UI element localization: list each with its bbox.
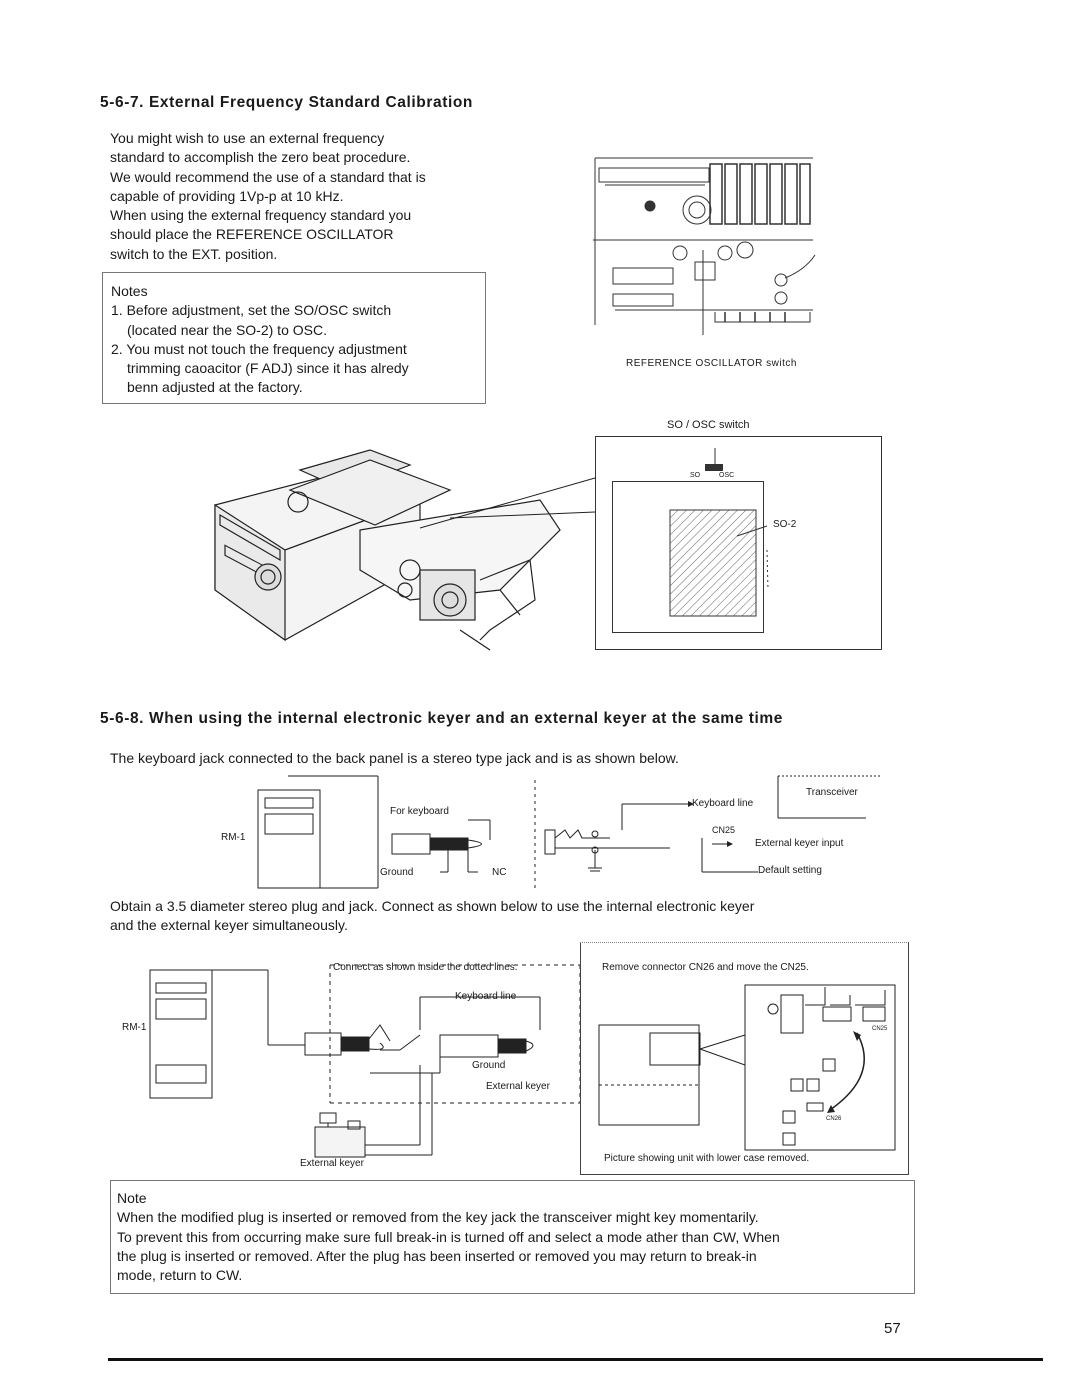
keyboard-line-label: Keyboard line <box>692 798 754 809</box>
so2-board-outline <box>612 481 764 633</box>
external-keyer-wiring-diagram <box>149 964 581 1158</box>
footer-rule <box>108 1358 1043 1361</box>
picture-caption: Picture showing unit with lower case rem… <box>604 1153 810 1164</box>
note-line: To prevent this from occurring make sure… <box>117 1228 780 1245</box>
text-line: standard to accomplish the zero beat pro… <box>110 149 411 166</box>
board-layout-drawing <box>598 984 896 1151</box>
note-1-line: (located near the SO-2) to OSC. <box>127 321 327 338</box>
rm1-label: RM-1 <box>221 832 246 843</box>
note-title: Note <box>117 1190 147 1206</box>
reference-oscillator-caption: REFERENCE OSCILLATOR switch <box>626 358 797 369</box>
page-number: 57 <box>884 1320 901 1337</box>
keyboard-line-label-2: Keyboard line <box>455 991 517 1002</box>
text-line: capable of providing 1Vp-p at 10 kHz. <box>110 187 344 204</box>
note-line: When the modified plug is inserted or re… <box>117 1209 759 1226</box>
note-1-line: 1. Before adjustment, set the SO/OSC swi… <box>111 302 392 319</box>
so-label: SO <box>690 472 701 479</box>
so2-label: SO-2 <box>773 519 797 530</box>
text-line: You might wish to use an external freque… <box>110 130 385 146</box>
note-2-line: trimming caoacitor (F ADJ) since it has … <box>127 360 409 377</box>
rm1-unit-2 <box>149 969 213 1099</box>
so-osc-switch-icon <box>705 464 723 471</box>
osc-label: OSC <box>719 472 735 479</box>
for-keyboard-label: For keyboard <box>390 806 449 817</box>
reference-oscillator-board-illustration <box>593 157 816 335</box>
so-osc-detail-drawing <box>669 448 769 617</box>
cn25-small-label: CN25 <box>872 1026 888 1032</box>
external-keyer-bottom-label: External keyer <box>300 1158 364 1169</box>
keyboard-jack-diagram <box>257 775 880 889</box>
text-line: switch to the EXT. position. <box>110 245 278 262</box>
note-2-line: benn adjusted at the factory. <box>127 379 303 396</box>
ground-label: Ground <box>380 867 414 878</box>
transceiver-label: Transceiver <box>806 787 858 798</box>
transceiver-unit-illustration <box>214 449 596 651</box>
remove-connector-caption: Remove connector CN26 and move the CN25. <box>602 962 809 973</box>
notes-box: Notes 1. Before adjustment, set the SO/O… <box>102 272 486 404</box>
obtain-paragraph: Obtain a 3.5 diameter stereo plug and ja… <box>110 897 754 936</box>
nc-label: NC <box>492 867 507 878</box>
dotted-lines-caption: Connect as shown inside the dotted lines… <box>333 962 518 973</box>
note-line: mode, return to CW. <box>117 1267 243 1284</box>
text-line: Obtain a 3.5 diameter stereo plug and ja… <box>110 898 755 914</box>
section-intro: The keyboard jack connected to the back … <box>110 750 679 766</box>
note-box: Note When the modified plug is inserted … <box>110 1180 915 1294</box>
note-line: the plug is inserted or removed. After t… <box>117 1247 757 1264</box>
note-2-line: 2. You must not touch the frequency adju… <box>111 340 407 357</box>
external-keyer-input-label: External keyer input <box>755 838 844 849</box>
text-line: and the external keyer simultaneously. <box>110 917 348 934</box>
text-line: should place the REFERENCE OSCILLATOR <box>110 226 394 243</box>
cn26-small-label: CN26 <box>826 1116 842 1122</box>
external-keyer-device <box>314 1126 366 1158</box>
rm1-label-2: RM-1 <box>122 1022 147 1033</box>
rm1-unit <box>257 789 321 889</box>
so-osc-caption: SO / OSC switch <box>667 419 750 431</box>
so2-module <box>669 509 757 617</box>
external-keyer-label: External keyer <box>486 1081 550 1092</box>
board-picture-box <box>580 942 909 1175</box>
so-osc-detail-box <box>595 436 882 650</box>
default-setting-label: Default setting <box>758 865 822 876</box>
text-line: We would recommend the use of a standard… <box>110 168 426 185</box>
intro-paragraph: You might wish to use an external freque… <box>110 129 478 264</box>
section-heading-keyer: 5-6-8. When using the internal electroni… <box>100 710 784 727</box>
notes-title: Notes <box>111 283 148 299</box>
text-line: When using the external frequency standa… <box>110 207 412 224</box>
section-heading-external-frequency: 5-6-7. External Frequency Standard Calib… <box>100 94 473 111</box>
cn25-label: CN25 <box>712 825 736 835</box>
ground-label-2: Ground <box>472 1060 506 1071</box>
